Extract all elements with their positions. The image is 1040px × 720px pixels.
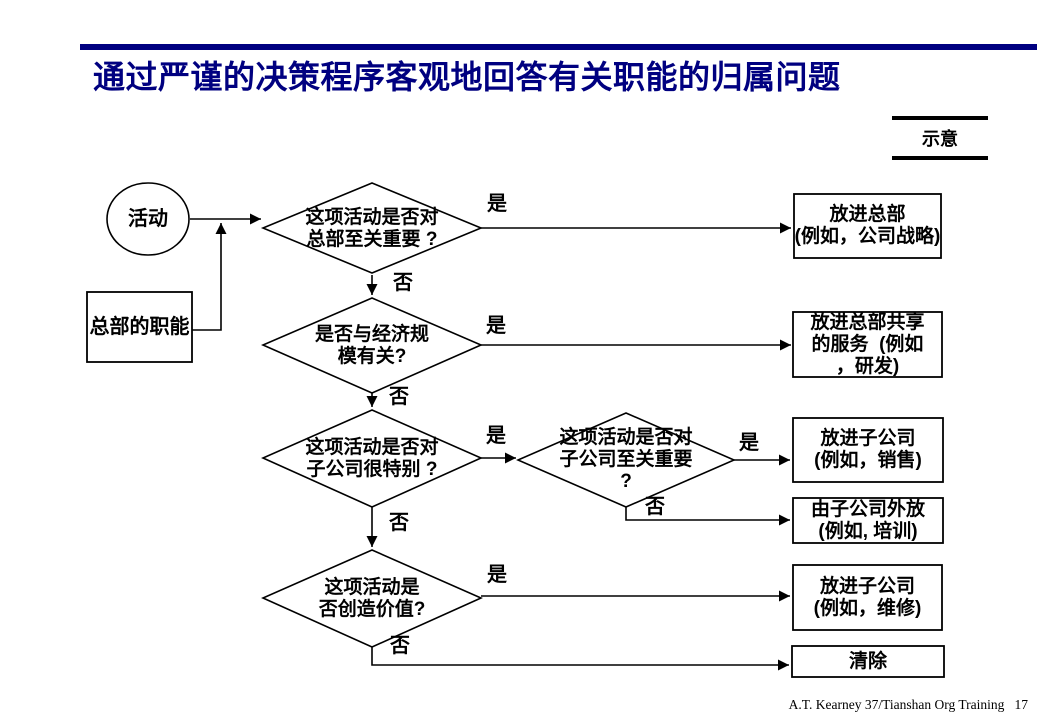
- start-circle: [106, 182, 190, 256]
- edge-yes-2-label: 是: [486, 315, 506, 337]
- edge-yes-5-label: 是: [487, 564, 507, 586]
- edge-no-4-arrow: [625, 507, 790, 526]
- outcome-3-label: 放进子公司 (例如，销售): [814, 428, 922, 471]
- edge-no-5-arrow: [371, 647, 789, 671]
- outcome-5-label: 放进子公司 (例如，维修): [813, 575, 922, 619]
- start-label: 活动: [128, 208, 168, 230]
- edge-no-3-label: 否: [389, 512, 409, 534]
- decision-3-label: 这项活动是否对 子公司很特别 ?: [305, 436, 439, 480]
- edge-no-1-label: 否: [393, 272, 413, 294]
- legend-box: 示意: [892, 116, 988, 160]
- edge-yes-1-label: 是: [487, 193, 507, 215]
- edge-yes-4-label: 是: [739, 432, 759, 454]
- source-box: [86, 291, 193, 363]
- outcome-2-box: [792, 311, 943, 378]
- decision-1-label: 这项活动是否对 总部至关重要 ?: [305, 206, 439, 250]
- decision-2-label: 是否与经济规 模有关?: [314, 323, 429, 367]
- outcome-6-box: [791, 645, 945, 678]
- outcome-5-box: [792, 564, 943, 631]
- outcome-2-label: 放进总部共享 的服务 (例如 ，研发): [810, 311, 925, 377]
- legend-label: 示意: [922, 129, 958, 149]
- decision-5-label: 这项活动是 否创造价值?: [318, 576, 426, 620]
- title-rule: [80, 44, 1037, 50]
- edge-yes-3-label: 是: [486, 425, 506, 447]
- outcome-4-label: 由子公司外放 (例如, 培训): [810, 498, 925, 542]
- edge-source-arrow: [192, 223, 227, 331]
- source-label: 总部的职能: [89, 316, 190, 338]
- decision-1-diamond: [260, 182, 484, 274]
- decision-4-label: 这项活动是否对 子公司至关重要 ?: [559, 427, 693, 492]
- outcome-3-box: [792, 417, 944, 483]
- edge-no-5-label: 否: [390, 635, 410, 657]
- outcome-1-label: 放进总部 (例如，公司战略): [794, 204, 941, 247]
- page-title: 通过严谨的决策程序客观地回答有关职能的归属问题: [93, 59, 841, 95]
- edge-no-2-label: 否: [389, 386, 409, 408]
- outcome-1-box: [793, 193, 942, 259]
- edge-no-4-label: 否: [645, 496, 665, 518]
- footer-credit: A.T. Kearney 37/Tianshan Org Training 17: [788, 697, 1028, 712]
- outcome-6-label: 清除: [848, 650, 887, 672]
- outcome-4-box: [792, 497, 944, 544]
